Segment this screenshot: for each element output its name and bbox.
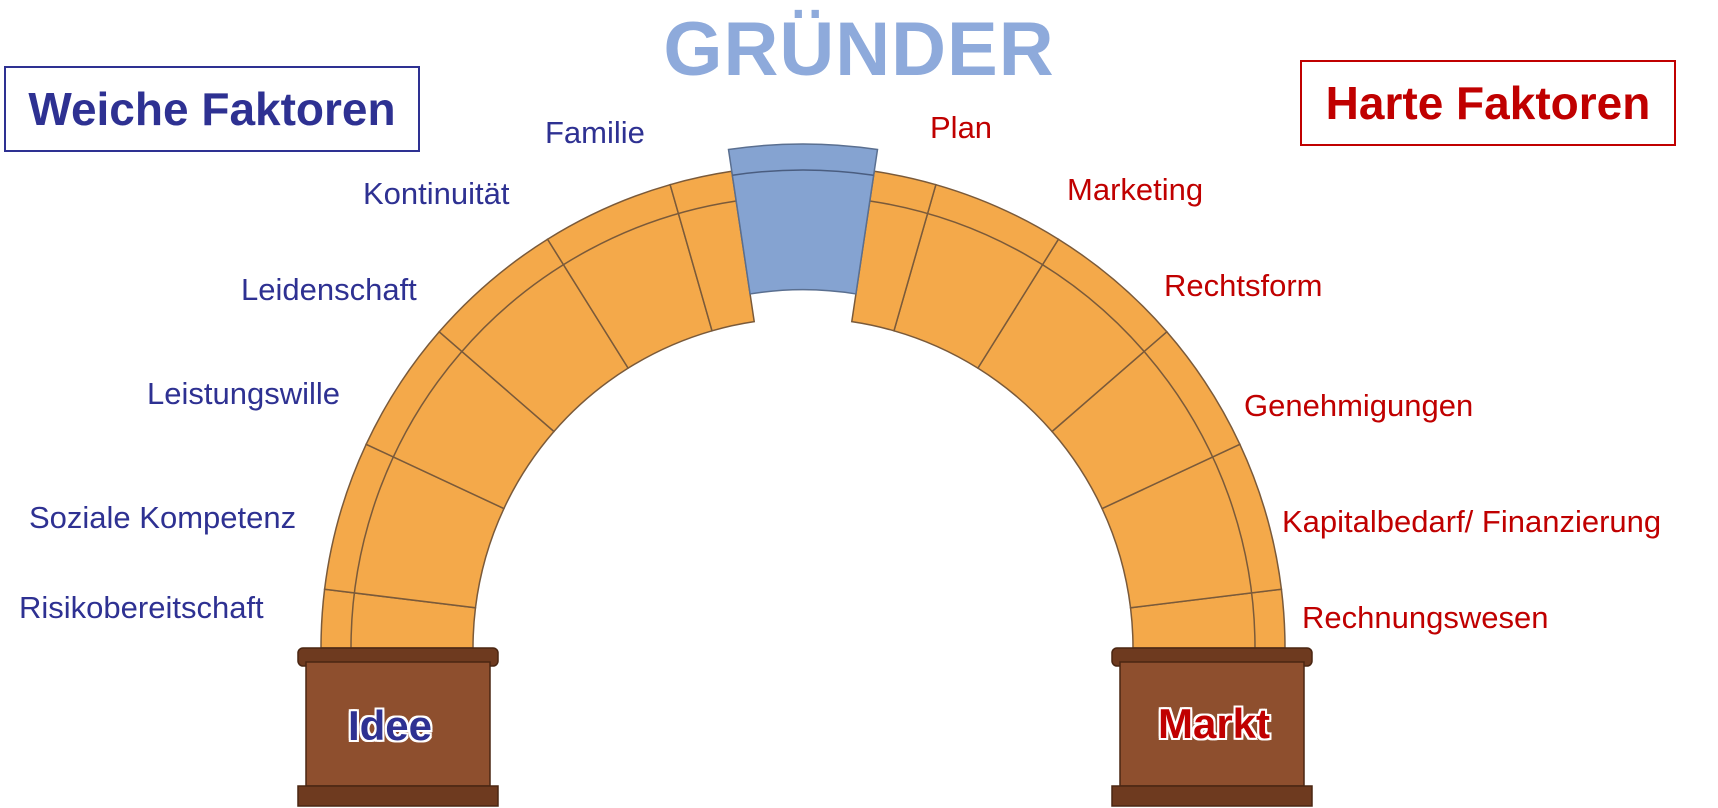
hard-factor-label: Rechtsform <box>1164 268 1323 303</box>
pillar-label-right: Markt <box>1157 700 1271 747</box>
arch-stone <box>323 443 505 609</box>
pillar-shaft <box>305 661 491 787</box>
page-title: GRÜNDER <box>663 7 1055 92</box>
soft-factor-label: Leistungswille <box>147 376 340 411</box>
soft-factor-label: Familie <box>545 115 645 150</box>
soft-factor-label: Leidenschaft <box>241 272 417 307</box>
arch-stone <box>546 183 713 370</box>
hard-factor-label: Marketing <box>1067 172 1204 207</box>
arch-stone <box>850 170 937 332</box>
arch-stone <box>669 170 756 332</box>
arch-stone <box>438 238 630 433</box>
keystone <box>727 143 879 295</box>
arch-stone <box>365 330 556 510</box>
arch <box>320 170 1286 649</box>
hard-factor-label: Rechnungswesen <box>1302 600 1549 635</box>
pillar-shaft <box>1119 661 1305 787</box>
pillar-label-left: Idee <box>347 702 433 749</box>
pillar-base <box>297 785 499 807</box>
keystone-band <box>732 169 874 176</box>
soft-factors-heading: Weiche Faktoren <box>4 66 420 152</box>
soft-factor-label: Kontinuität <box>363 176 510 211</box>
pillar-right <box>1111 647 1313 807</box>
hard-factors-heading: Harte Faktoren <box>1300 60 1676 146</box>
arch-band-right <box>869 200 1256 649</box>
keystone-stone <box>727 143 879 295</box>
pillar-base <box>1111 785 1313 807</box>
soft-factor-label: Soziale Kompetenz <box>29 500 297 535</box>
hard-factor-label: Plan <box>930 110 993 145</box>
arch-band-left <box>350 200 737 649</box>
soft-factor-label: Risikobereitschaft <box>19 590 264 625</box>
pillar-left <box>297 647 499 807</box>
hard-factor-label: Genehmigungen <box>1244 388 1474 423</box>
hard-factor-label: Kapitalbedarf/ Finanzierung <box>1282 504 1662 539</box>
